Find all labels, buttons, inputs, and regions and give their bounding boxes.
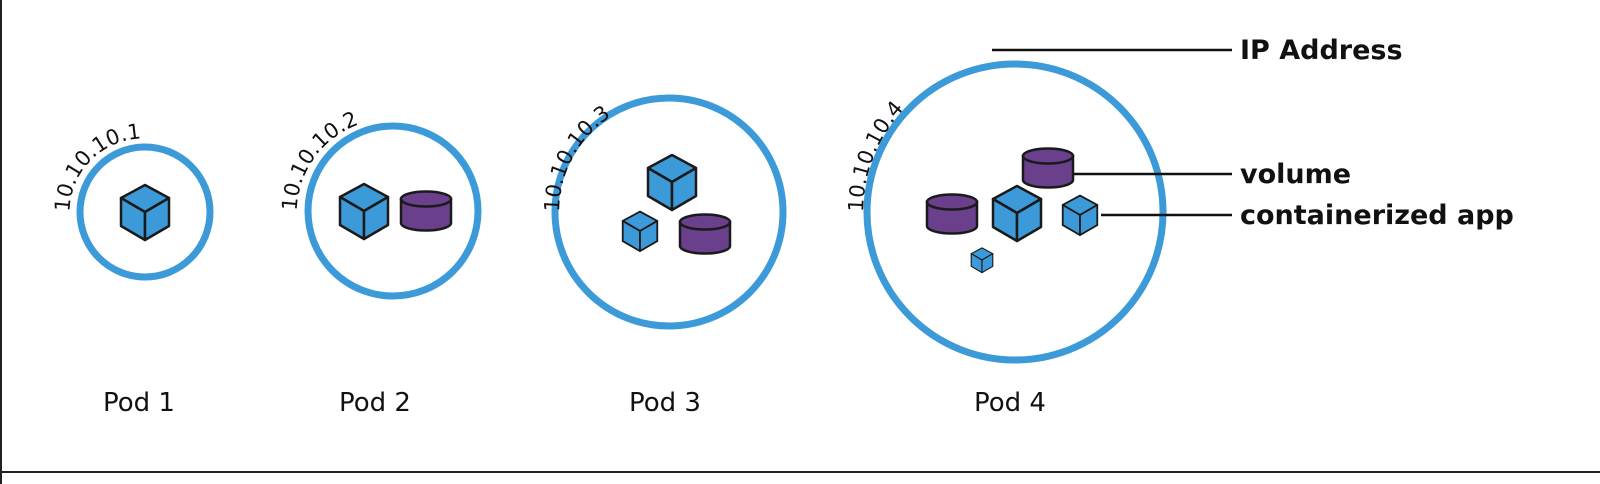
legend-ip-address: IP Address bbox=[1240, 35, 1403, 66]
cylinder-icon bbox=[399, 190, 453, 232]
pod-label: Pod 4 bbox=[974, 388, 1046, 418]
cube-icon bbox=[970, 247, 994, 274]
cylinder-icon bbox=[925, 193, 979, 235]
pod-ip-address: 10.10.10.3 bbox=[540, 101, 614, 213]
legend-containerized-app: containerized app bbox=[1240, 200, 1514, 231]
pod-2: 10.10.10.2 Pod 2 bbox=[278, 107, 482, 418]
pod-1: 10.10.10.1 Pod 1 bbox=[50, 119, 214, 418]
legend-volume: volume bbox=[1240, 159, 1351, 190]
pod-ring bbox=[304, 122, 482, 300]
cube-icon bbox=[1061, 194, 1099, 237]
cube-icon bbox=[621, 210, 659, 253]
pod-ring bbox=[551, 94, 787, 330]
pod-3: 10.10.10.3 Pod 3 bbox=[540, 94, 787, 418]
pod-4: 10.10.10.4 Pod 4 bbox=[844, 60, 1167, 418]
cube-icon bbox=[991, 184, 1043, 243]
pod-label: Pod 2 bbox=[339, 388, 411, 418]
pod-ring bbox=[76, 143, 214, 281]
cylinder-icon bbox=[1021, 147, 1075, 189]
legend: IP Address volume containerized app bbox=[992, 35, 1514, 231]
cube-icon bbox=[646, 153, 698, 212]
cube-icon bbox=[119, 183, 171, 242]
cube-icon bbox=[338, 182, 390, 241]
pod-label: Pod 3 bbox=[629, 388, 701, 418]
pod-ring bbox=[863, 60, 1167, 364]
cylinder-icon bbox=[678, 213, 732, 255]
pod-ip-address: 10.10.10.4 bbox=[844, 96, 908, 212]
pod-label: Pod 1 bbox=[103, 388, 175, 418]
